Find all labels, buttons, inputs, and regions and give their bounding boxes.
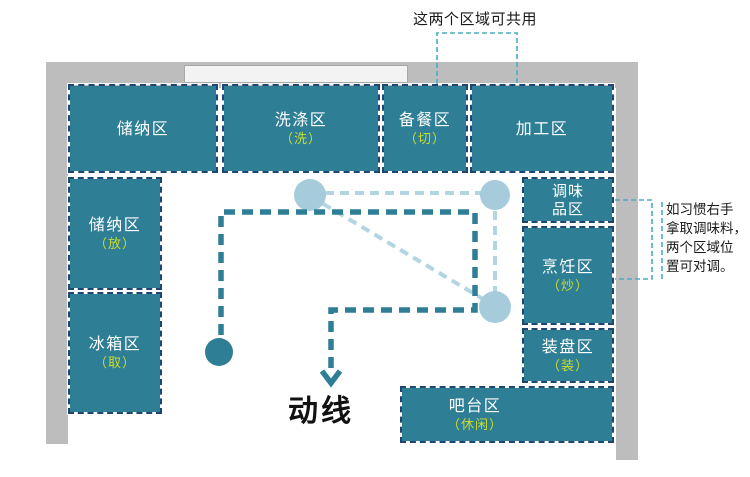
shared-path-diagonal xyxy=(308,194,495,307)
zone-sublabel: （装） xyxy=(546,358,589,374)
shared-node-washing xyxy=(294,179,326,211)
zone-storage-left: 储纳区 （放） xyxy=(68,177,162,290)
zone-fridge: 冰箱区 （取） xyxy=(68,292,162,414)
zone-label: 冰箱区 xyxy=(88,334,142,354)
zone-sublabel: （洗） xyxy=(279,131,322,147)
zone-label: 装盘区 xyxy=(541,336,595,356)
flow-line-label: 动线 xyxy=(288,394,354,429)
zone-processing: 加工区 xyxy=(470,84,614,173)
zone-washing: 洗涤区 （洗） xyxy=(222,84,380,173)
top-note: 这两个区域可共用 xyxy=(413,10,538,28)
zone-sublabel: （切） xyxy=(403,131,446,147)
zone-label: 加工区 xyxy=(515,118,569,138)
zone-sublabel: （炒） xyxy=(546,278,589,294)
zone-prep: 备餐区 （切） xyxy=(382,84,468,173)
zone-seasoning: 调味品区 xyxy=(522,177,614,223)
flow-arrowhead-icon xyxy=(319,369,343,388)
right-note: 如习惯右手 拿取调味料， 两个区域位 置可对调。 xyxy=(666,202,747,275)
zone-bar: 吧台区 （休闲） xyxy=(400,386,614,443)
zone-cooking: 烹饪区 （炒） xyxy=(522,226,614,325)
wall-left xyxy=(46,62,68,444)
zone-storage-top: 储纳区 xyxy=(68,84,218,173)
shared-node-cooking xyxy=(479,291,511,323)
wall-right xyxy=(616,62,638,460)
zone-sublabel: （休闲） xyxy=(446,417,503,433)
flow-path xyxy=(218,209,478,368)
zone-label: 储纳区 xyxy=(116,118,170,138)
window xyxy=(184,65,408,83)
zone-label: 储纳区 xyxy=(88,214,142,234)
zone-label: 烹饪区 xyxy=(541,256,595,276)
zone-plating: 装盘区 （装） xyxy=(522,328,614,383)
shared-node-seasoning xyxy=(480,180,510,210)
zone-sublabel: （放） xyxy=(93,236,136,252)
zone-label: 洗涤区 xyxy=(274,109,328,129)
flow-start-dot xyxy=(205,338,233,366)
zone-label: 备餐区 xyxy=(398,109,452,129)
zone-sublabel: （取） xyxy=(93,356,136,372)
zone-label: 吧台区 xyxy=(448,395,502,415)
zone-label: 调味品区 xyxy=(551,182,584,218)
